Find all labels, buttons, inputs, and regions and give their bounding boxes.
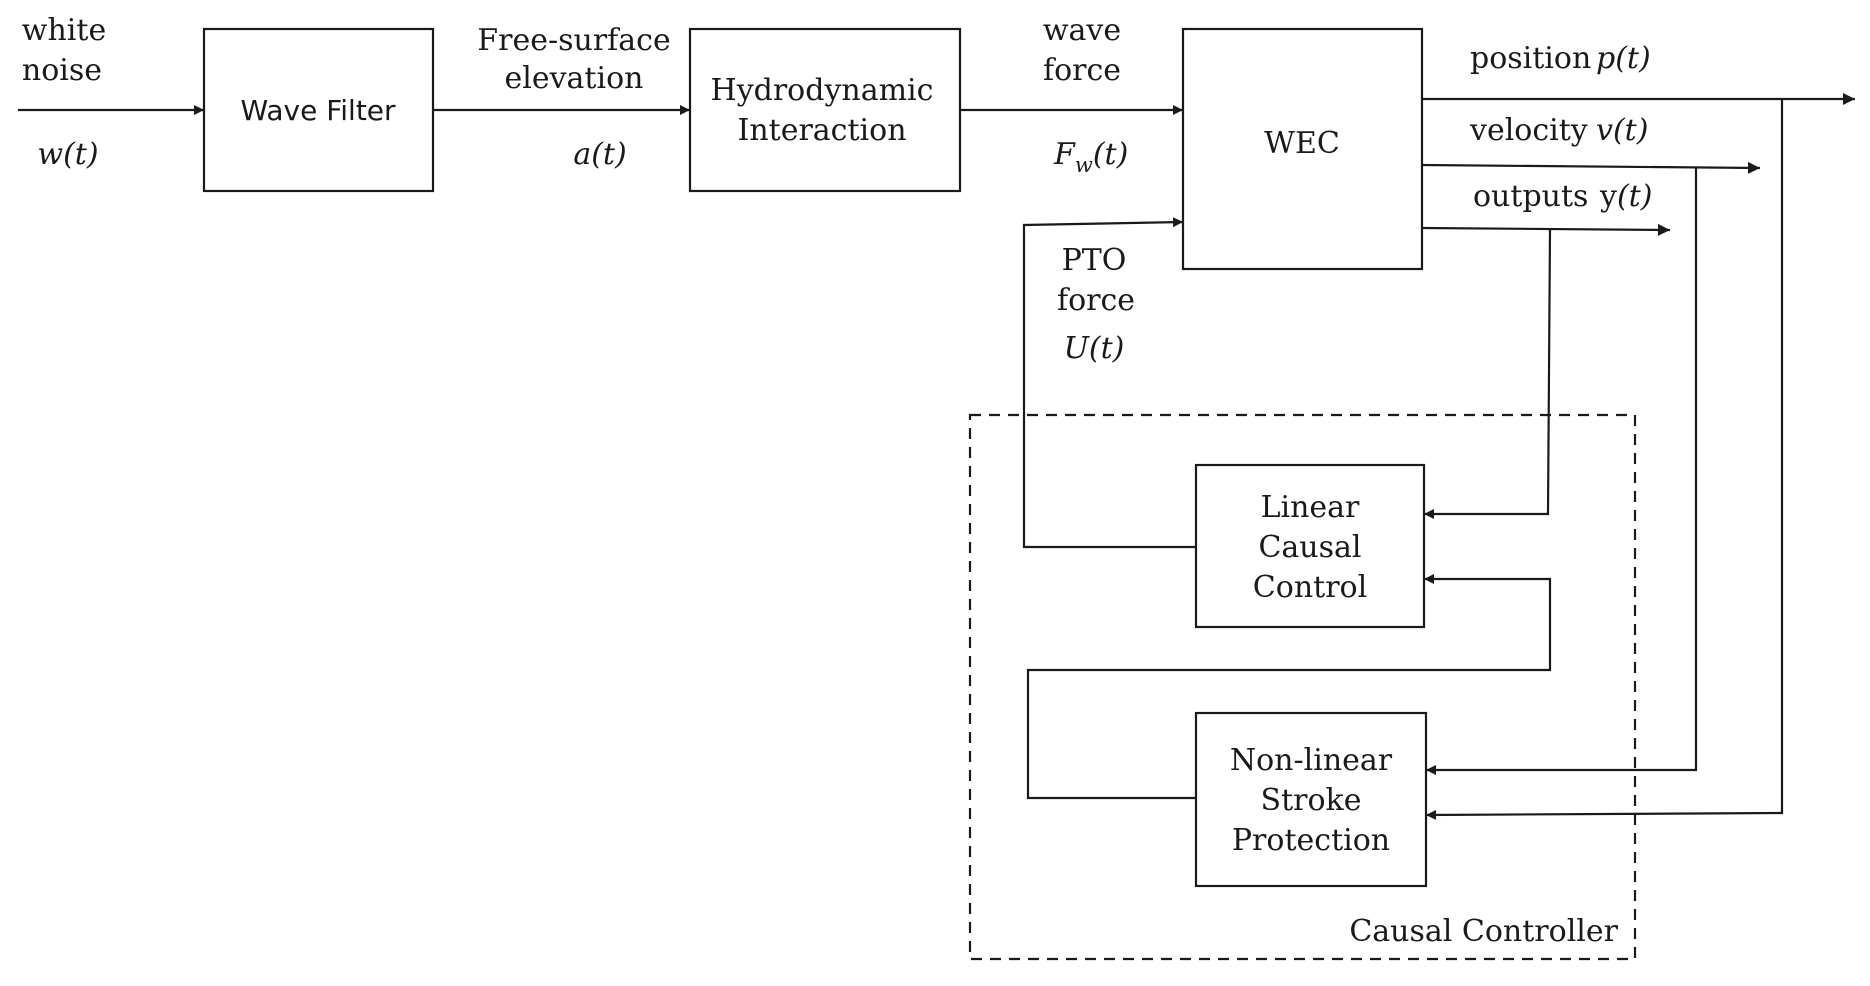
white-noise-label-line1: white xyxy=(22,13,106,48)
outputs-arrow xyxy=(1421,223,1671,236)
elevation-label-line2: elevation xyxy=(505,61,644,96)
stroke-protection-label-line1: Non-linear xyxy=(1230,743,1393,778)
velocity-label: velocity xyxy=(1469,113,1588,148)
wave-filter-block xyxy=(202,27,435,193)
hydrodynamic-label-line1: Hydrodynamic xyxy=(711,73,934,108)
pto-symbol: U(t) xyxy=(1064,331,1125,366)
wave-force-symbol: Fw(t) xyxy=(1053,137,1128,177)
wec-label: WEC xyxy=(1264,126,1340,161)
pto-label-line1: PTO xyxy=(1062,243,1127,278)
velocity-feedback-path xyxy=(1426,167,1698,775)
wave-filter-label: Wave Filter xyxy=(240,94,396,127)
hydrodynamic-interaction-block xyxy=(688,27,962,193)
outputs-symbol: y(t) xyxy=(1599,179,1652,214)
velocity-output-arrow xyxy=(1421,161,1761,174)
pto-force-path xyxy=(1022,217,1196,549)
stroke-protection-label-line2: Stroke xyxy=(1261,783,1362,818)
wave-force-label-line1: wave xyxy=(1043,13,1121,48)
pto-label-line2: force xyxy=(1057,283,1135,318)
wec-block xyxy=(1181,27,1424,271)
causal-controller-label: Causal Controller xyxy=(1349,914,1618,949)
hydrodynamic-label-line2: Interaction xyxy=(737,113,906,148)
stroke-to-control-path xyxy=(1026,574,1552,800)
linear-control-label-line2: Causal xyxy=(1258,530,1361,565)
linear-control-label-line3: Control xyxy=(1253,570,1367,605)
white-noise-label-line2: noise xyxy=(22,53,102,88)
elevation-label-line1: Free-surface xyxy=(477,23,670,58)
wave-force-label-line2: force xyxy=(1043,53,1121,88)
position-feedback-path xyxy=(1425,99,1784,820)
outputs-feedback-path xyxy=(1424,229,1552,519)
stroke-protection-block xyxy=(1194,711,1428,888)
elevation-symbol: a(t) xyxy=(573,137,626,172)
velocity-symbol: v(t) xyxy=(1596,113,1648,148)
outputs-label: outputs xyxy=(1473,179,1588,214)
position-symbol: p(t) xyxy=(1596,41,1651,76)
position-label: position xyxy=(1470,41,1591,76)
white-noise-symbol: w(t) xyxy=(37,137,98,172)
linear-control-label-line1: Linear xyxy=(1261,490,1360,525)
causal-controller-boundary xyxy=(968,413,1637,961)
stroke-protection-label-line3: Protection xyxy=(1232,823,1390,858)
linear-causal-control-block xyxy=(1194,463,1426,629)
